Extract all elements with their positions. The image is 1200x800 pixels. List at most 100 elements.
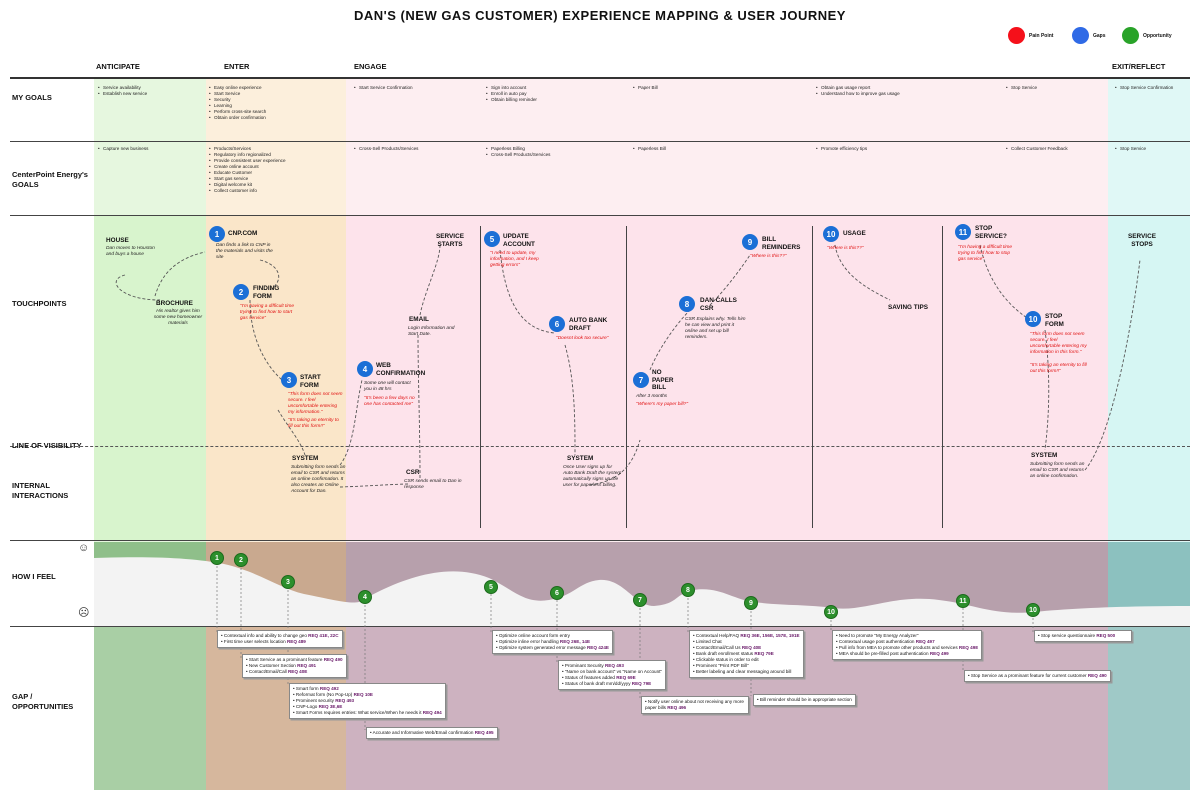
divider-feel [10,626,1190,627]
legend-gaps: Gaps [1072,27,1106,44]
anticipate-tp-bg [94,216,206,540]
row-how-i-feel: HOW I FEEL [12,572,56,581]
tp-3-quote: "This form does not seem secure. I feel … [288,392,343,415]
tp-11-quote: "I'm having a difficult time trying to f… [958,245,1013,262]
row-touchpoints: TOUCHPOINTS [12,299,67,308]
tp-3-title: START FORM [300,374,321,389]
enter-tp-bg [206,216,346,540]
cnp-goals-engage-2: Paperless BillingCross-Sell Products/Ser… [486,146,550,158]
row-my-goals: MY GOALS [12,93,52,102]
tp-email-title: EMAIL [409,316,429,323]
tp-1-badge: 1 [209,226,225,242]
gap-box-2: Start Service as a prominant feature REQ… [242,654,347,678]
my-goals-engage-2: Sign into accountEnroll in auto payObtai… [486,85,537,103]
internal-system-1-desc: Submitting form sends an email to CSR an… [291,465,346,494]
tp-6-quote: "Doesnt look too secure" [556,336,609,341]
happy-face-icon: ☺ [78,542,90,554]
tp-9-title: BILL REMINDERS [762,236,801,251]
page-title: DAN'S (NEW GAS CUSTOMER) EXPERIENCE MAPP… [354,8,846,23]
tp-7-quote: "Where's my paper bill?" [636,402,689,407]
gap-box-12: Stop service questionnaire REQ 500 [1034,630,1132,642]
gap-box-10: Need to promote "My Energy Analyzer" Con… [832,630,982,660]
tp-1-title: CNP.COM [228,230,258,237]
tp-5-title: UPDATE ACCOUNT [503,233,535,248]
feel-badge-2: 2 [234,553,248,567]
gap-box-1: Contextual info and ability to change ge… [217,630,343,648]
cnp-goals-engage-3: Paperless Bill [633,146,666,152]
tp-service-stops-title: SERVICE STOPS [1128,233,1156,248]
tp-2-quote: "I'm having a difficult time trying to f… [240,304,295,321]
phase-enter: ENTER [224,62,250,71]
tp-service-starts-title: SERVICE STARTS [436,233,464,248]
gap-box-8: Contextual Help/FAQ REQ 36E, 156E, 157E,… [689,630,804,678]
sep-2 [626,226,627,528]
feel-badge-4: 4 [358,590,372,604]
feel-badge-10b: 10 [1026,603,1040,617]
tp-8-desc: CSR Explains why. Tells him he can view … [685,317,746,340]
pain-point-dot-icon [1008,27,1025,44]
tp-11-title: STOP SERVICE? [975,225,1007,240]
tp-10b-title: STOP FORM [1045,313,1064,328]
tp-6-badge: 6 [549,316,565,332]
tp-6-title: AUTO BANK DRAFT [569,317,608,332]
divider-internal [10,540,1190,541]
divider-top [10,77,1190,79]
legend-opportunity: Opportunity [1122,27,1172,44]
row-cnp-goals: CenterPoint Energy's GOALS [12,170,88,189]
gap-box-7: Notify user online about not receiving a… [641,696,749,714]
feel-badge-3: 3 [281,575,295,589]
sep-4 [942,226,943,528]
internal-system-1-title: SYSTEM [292,455,319,462]
tp-10a-badge: 10 [823,226,839,242]
internal-system-3-title: SYSTEM [1031,452,1058,459]
tp-email-desc: Login Information and Start Date. [408,326,455,337]
tp-10a-quote: "Where is this??" [827,246,864,251]
my-goals-engage-1: Start Service Confirmation [354,85,413,91]
phase-engage: ENGAGE [354,62,387,71]
tp-10a-title: USAGE [843,230,866,237]
tp-11-badge: 11 [955,224,971,240]
feel-badge-8: 8 [681,583,695,597]
my-goals-exit: Stop Service Confirmation [1115,85,1185,91]
gaps-dot-icon [1072,27,1089,44]
exit-tp-bg [1108,216,1190,540]
my-goals-engage-4: Obtain gas usage reportUnderstand how to… [816,85,900,97]
tp-house-title: HOUSE [106,237,129,244]
my-goals-engage-5: Stop Service [1006,85,1037,91]
cnp-goals-exit: Stop Service [1115,146,1146,152]
tp-1-desc: Dan finds a link to CNP in the materials… [216,243,273,260]
tp-saving-title: SAVING TIPS [888,304,929,311]
cnp-goals-engage-1: Cross-Sell Products/Services [354,146,418,152]
tp-8-badge: 8 [679,296,695,312]
sad-face-icon: ☹ [78,607,90,619]
feel-badge-6: 6 [550,586,564,600]
tp-2-badge: 2 [233,284,249,300]
row-internal: INTERNAL INTERACTIONS [12,481,69,500]
feel-badge-10: 10 [824,605,838,619]
feel-badge-7: 7 [633,593,647,607]
tp-brochure-title: BROCHURE [156,300,193,307]
phase-exit: EXIT/REFLECT [1112,62,1166,71]
tp-9-badge: 9 [742,234,758,250]
tp-8-title: DAN CALLS CSR [700,297,737,312]
tp-5-quote: "I need to update, my information, and I… [490,251,539,268]
tp-10b-quote2: "It's taking an eternity to fill out thi… [1030,363,1087,374]
tp-7-badge: 7 [633,372,649,388]
gap-box-9: Bill reminder should be in appropriate s… [753,694,856,706]
tp-7-title: NO PAPER BILL [652,369,674,391]
tp-9-quote: "Where is this??" [750,254,787,259]
exit-gap-bg [1108,626,1190,790]
tp-4-quote: "It's been a few days no one has contact… [364,396,415,407]
tp-brochure-desc: His realtor gives him some new homeowner… [153,309,203,326]
gap-box-11: Stop Service as a prominant feature for … [964,670,1111,682]
tp-5-badge: 5 [484,231,500,247]
tp-3-quote2: "It's taking an eternity to fill out thi… [288,418,339,429]
feel-badge-5: 5 [484,580,498,594]
internal-csr-title: CSR [406,469,420,476]
my-goals-anticipate: Service availabilityEstablish new servic… [98,85,147,97]
tp-10b-quote: "This form does not seem secure. I feel … [1030,332,1087,355]
divider-goals [10,141,1190,142]
tp-2-title: FINDING FORM [253,285,280,300]
my-goals-engage-3: Paper Bill [633,85,658,91]
